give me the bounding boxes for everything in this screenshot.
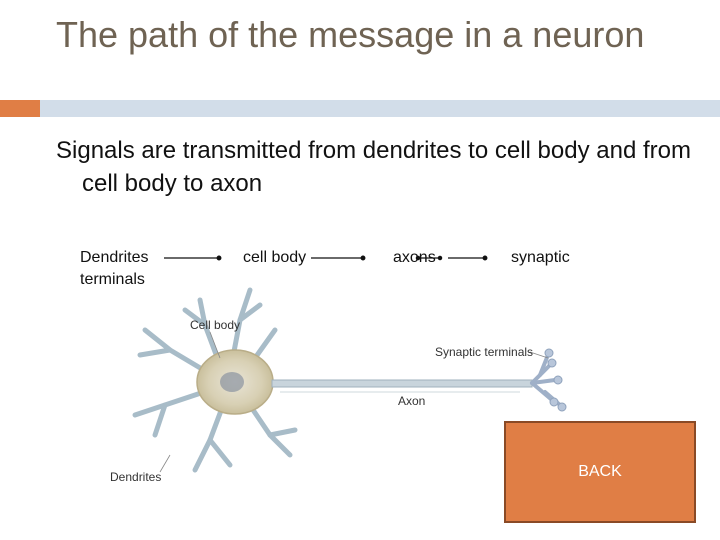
label-dendrites: Dendrites <box>110 470 162 484</box>
flow-step-dendrites: Dendrites <box>80 249 149 266</box>
back-button[interactable]: BACK <box>504 421 696 523</box>
label-synaptic-terminals: Synaptic terminals <box>435 345 534 359</box>
flow-step-axons: axons <box>393 249 436 266</box>
neuron-diagram: Cell body Synaptic terminals Axon Dendri… <box>100 270 580 490</box>
neuron-illustration <box>132 287 567 473</box>
label-axon: Axon <box>398 394 426 408</box>
slide-subtitle: Signals are transmitted from dendrites t… <box>56 137 691 197</box>
flow-arrows <box>164 255 488 261</box>
flow-step-terminals: terminals <box>80 271 145 288</box>
flow-step-cell-body: cell body <box>243 249 307 266</box>
label-cell-body: Cell body <box>190 318 241 332</box>
slide-title: The path of the message in a neuron <box>56 14 645 55</box>
title-rule-bar <box>40 100 720 117</box>
title-rule-accent <box>0 100 40 117</box>
flow-step-synaptic: synaptic <box>511 249 570 266</box>
back-button-label: BACK <box>578 463 622 480</box>
